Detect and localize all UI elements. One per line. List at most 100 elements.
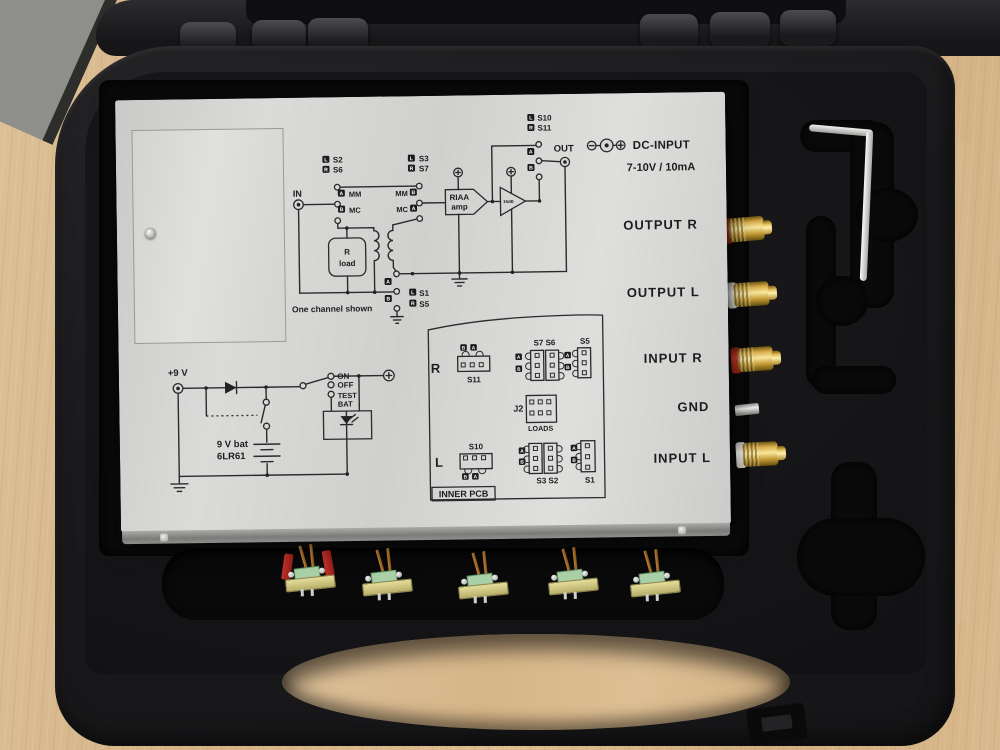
handle-opening bbox=[282, 634, 790, 730]
input-r-label: INPUT R bbox=[644, 350, 703, 366]
stage-select-switch: L S3 R S7 MM B MC A bbox=[395, 154, 429, 222]
jumper-carrier[interactable] bbox=[455, 550, 513, 606]
output-r-label: OUTPUT R bbox=[623, 217, 698, 233]
hinge-knuckle bbox=[780, 10, 836, 46]
pin-leg bbox=[655, 593, 659, 602]
connector-labels: OUTPUT R OUTPUT L INPUT R GND INPUT L bbox=[623, 217, 711, 466]
rca-jack-output-l[interactable] bbox=[726, 277, 780, 311]
copper-pin bbox=[482, 550, 488, 575]
copper-pin bbox=[561, 548, 571, 572]
pin-leg bbox=[300, 589, 304, 597]
rload-label-2: load bbox=[339, 259, 356, 268]
gold-barrel bbox=[728, 215, 765, 243]
inner-pcb-label: INNER PCB bbox=[439, 489, 489, 500]
gnd-label: GND bbox=[677, 399, 709, 414]
gold-barrel bbox=[733, 280, 770, 308]
jumper-carrier[interactable] bbox=[281, 543, 340, 599]
badge-r: R bbox=[529, 125, 533, 131]
pin-dot bbox=[551, 574, 558, 581]
bat-label: BAT bbox=[338, 399, 353, 408]
panel-foot bbox=[678, 526, 687, 535]
badge-b: B bbox=[572, 458, 576, 464]
jumper-carrier[interactable] bbox=[545, 546, 603, 602]
copper-pin bbox=[643, 550, 653, 574]
badge-b: B bbox=[462, 345, 466, 351]
pin-leg bbox=[563, 592, 567, 600]
badge-r: R bbox=[324, 167, 328, 173]
badge-a: A bbox=[566, 353, 570, 359]
rca-jack-input-r[interactable] bbox=[730, 342, 784, 376]
copper-pin bbox=[572, 546, 578, 571]
riaa-label-1: RIAA bbox=[450, 193, 470, 202]
copper-pin bbox=[654, 548, 660, 573]
pin-leg bbox=[645, 594, 649, 602]
s6-label: S6 bbox=[333, 165, 343, 174]
pin-leg bbox=[377, 593, 381, 601]
pin-leg bbox=[473, 596, 477, 604]
jumper-carrier[interactable] bbox=[627, 548, 685, 604]
schematic-print: IN L S2 R S6 A MM B MC L S3 R S7 bbox=[168, 113, 711, 502]
out-label: OUT bbox=[554, 143, 574, 154]
s1-label: S1 bbox=[419, 289, 429, 298]
jack-tip bbox=[776, 445, 787, 461]
riaa-label-2: amp bbox=[451, 202, 468, 211]
pin-leg bbox=[387, 592, 391, 601]
jack-tip bbox=[762, 219, 773, 235]
badge-a: A bbox=[517, 355, 521, 361]
j2-label: J2 bbox=[513, 404, 523, 414]
badge-b: B bbox=[566, 365, 570, 371]
badge-b: B bbox=[386, 296, 390, 302]
s5-inset-label: S5 bbox=[580, 337, 590, 346]
gain-amp: 16dB bbox=[499, 166, 527, 217]
jack-tip bbox=[767, 285, 778, 300]
rca-jack-input-l[interactable] bbox=[735, 438, 788, 471]
riaa-amp: RIAA amp bbox=[444, 167, 489, 216]
jack-tip bbox=[771, 350, 782, 365]
badge-b: B bbox=[340, 207, 344, 213]
case-latch[interactable] bbox=[746, 702, 808, 746]
mm-label: MM bbox=[395, 189, 408, 198]
jumper-s10: S10 B A bbox=[459, 442, 493, 480]
jumper-s1: A B S1 bbox=[570, 439, 596, 485]
input-l-label: INPUT L bbox=[653, 450, 711, 466]
load-switch: A B L S1 R S5 bbox=[384, 270, 430, 324]
preamp-unit: IN L S2 R S6 A MM B MC L S3 R S7 bbox=[115, 91, 731, 545]
jumper-carrier[interactable] bbox=[359, 547, 417, 603]
pin-leg bbox=[310, 588, 314, 597]
badge-a: A bbox=[412, 206, 416, 212]
test-label: TEST bbox=[338, 391, 358, 400]
badge-a: A bbox=[529, 149, 533, 155]
gain-label: 16dB bbox=[503, 199, 514, 204]
badge-l: L bbox=[410, 156, 414, 162]
jumper-s5: S5 A B bbox=[564, 337, 592, 379]
left-channel-label: L bbox=[435, 455, 443, 470]
battery-type-2: 6LR61 bbox=[217, 451, 246, 462]
badge-a: A bbox=[520, 449, 524, 455]
copper-pin bbox=[298, 545, 308, 569]
badge-a: A bbox=[474, 474, 478, 480]
gain-select-switch: L S10 R S11 A B bbox=[527, 113, 552, 181]
right-channel-label: R bbox=[431, 361, 441, 376]
pin-dot bbox=[461, 578, 468, 585]
pin-leg bbox=[483, 595, 487, 604]
rload-label-1: R bbox=[344, 248, 350, 257]
rca-jack-output-r[interactable] bbox=[720, 212, 775, 246]
badge-l: L bbox=[411, 290, 415, 296]
junction-dots bbox=[345, 199, 542, 295]
pin-dot bbox=[581, 570, 589, 577]
power-circuit: +9 V ON OFF TEST BAT bbox=[168, 368, 395, 493]
copper-pin bbox=[471, 552, 481, 576]
copper-pin bbox=[309, 543, 315, 568]
one-channel-note: One channel shown bbox=[292, 303, 372, 314]
pin-d bbox=[663, 572, 671, 579]
s3s2-label: S3 S2 bbox=[536, 476, 558, 485]
hinge-knuckle bbox=[640, 14, 698, 50]
ground-symbol-main bbox=[451, 272, 468, 287]
copper-pin bbox=[375, 549, 385, 573]
s10-label: S10 bbox=[537, 113, 552, 122]
inner-pcb-title: INNER PCB bbox=[431, 485, 496, 502]
jumper-s3-s2: A B S3 S2 bbox=[518, 442, 563, 485]
badge-b: B bbox=[529, 165, 533, 171]
inner-pcb-inset: R L B A S11 S7 S6 A B bbox=[427, 314, 606, 502]
